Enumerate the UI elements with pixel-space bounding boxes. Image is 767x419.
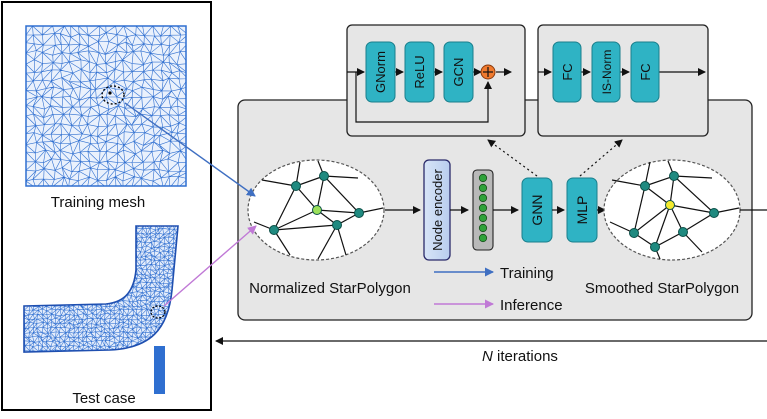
node-embedding-vector [472, 169, 494, 251]
gnn-detail-connector [487, 139, 538, 177]
iterations-text: iterations [493, 348, 558, 365]
fc2-label: FC [638, 63, 653, 80]
node-encoder-label: Node encoder [430, 168, 445, 250]
isnorm-layer [591, 41, 621, 103]
mlp-label: MLP [574, 196, 590, 225]
gnn-block: GNN [521, 177, 553, 243]
plus-circle-icon [480, 64, 496, 80]
test-case-caption: Test case [72, 390, 135, 407]
left-panel: Training mesh Test case [1, 1, 212, 411]
mesh-edges [26, 26, 186, 186]
output-star-polygon [603, 159, 741, 261]
legend: Training Inference [434, 265, 563, 314]
gnn-label: GNN [529, 194, 545, 225]
fc2-layer [630, 41, 660, 103]
gnn-detail-block: GNorm ReLU GCN [346, 24, 526, 137]
mlp-detail-connector [579, 139, 623, 177]
input-star-polygon [247, 159, 385, 261]
gcn-layer [443, 41, 474, 103]
gcn-label: GCN [451, 58, 466, 87]
training-mesh-caption: Training mesh [51, 194, 145, 211]
iterations-label: N iterations [482, 348, 558, 365]
inference-arrow [163, 225, 257, 307]
mlp-detail-block: FC IS-Norm FC [537, 24, 709, 137]
output-polygon-label: Smoothed StarPolygon [585, 280, 739, 297]
input-polygon-label: Normalized StarPolygon [249, 280, 411, 297]
iterations-n: N [482, 348, 493, 365]
fc1-layer [552, 41, 582, 103]
mlp-block: MLP [566, 177, 598, 243]
training-arrow [124, 102, 256, 197]
training-mesh-image [25, 25, 187, 187]
node-encoder-block: Node encoder [423, 159, 451, 261]
iteration-loop: N iterations [215, 337, 767, 365]
fc1-label: FC [560, 63, 575, 80]
gnorm-label: GNorm [373, 51, 388, 93]
isnorm-label: IS-Norm [600, 50, 614, 95]
inference-legend-label: Inference [500, 297, 563, 314]
gnorm-layer [365, 41, 396, 103]
training-legend-label: Training [500, 265, 554, 282]
relu-layer [404, 41, 435, 103]
relu-label: ReLU [412, 55, 427, 88]
